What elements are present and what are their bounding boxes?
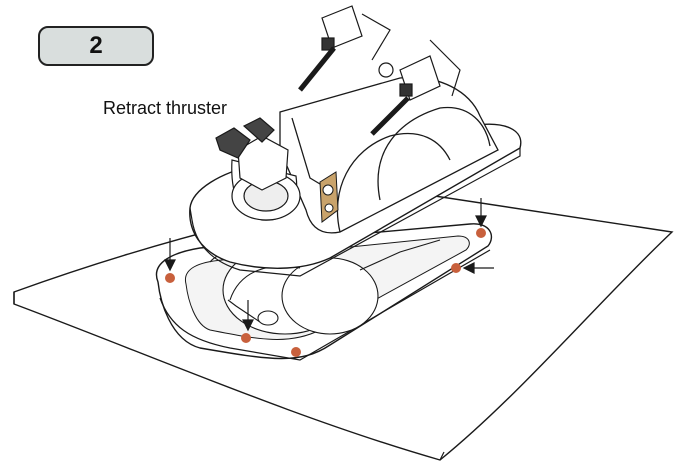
step-badge: 2 — [38, 26, 154, 66]
bolt-markers — [165, 228, 486, 357]
actuator-left — [298, 5, 391, 92]
motor-unit — [215, 117, 301, 221]
arrow-down-center-icon — [242, 300, 254, 332]
actuator-right — [370, 39, 461, 136]
arrow-left-icon — [462, 262, 494, 274]
step-number: 2 — [89, 32, 103, 59]
bolt-marker — [451, 263, 461, 273]
bolt-marker — [241, 333, 251, 343]
arrow-down-right-icon — [475, 198, 487, 228]
arrow-down-left-icon — [164, 238, 176, 272]
bracket — [319, 171, 339, 223]
step-caption: Retract thruster — [103, 98, 228, 118]
bolt-marker — [476, 228, 486, 238]
pointer-arrows — [164, 198, 494, 332]
bolt-marker — [165, 273, 175, 283]
bolt-marker — [291, 347, 301, 357]
